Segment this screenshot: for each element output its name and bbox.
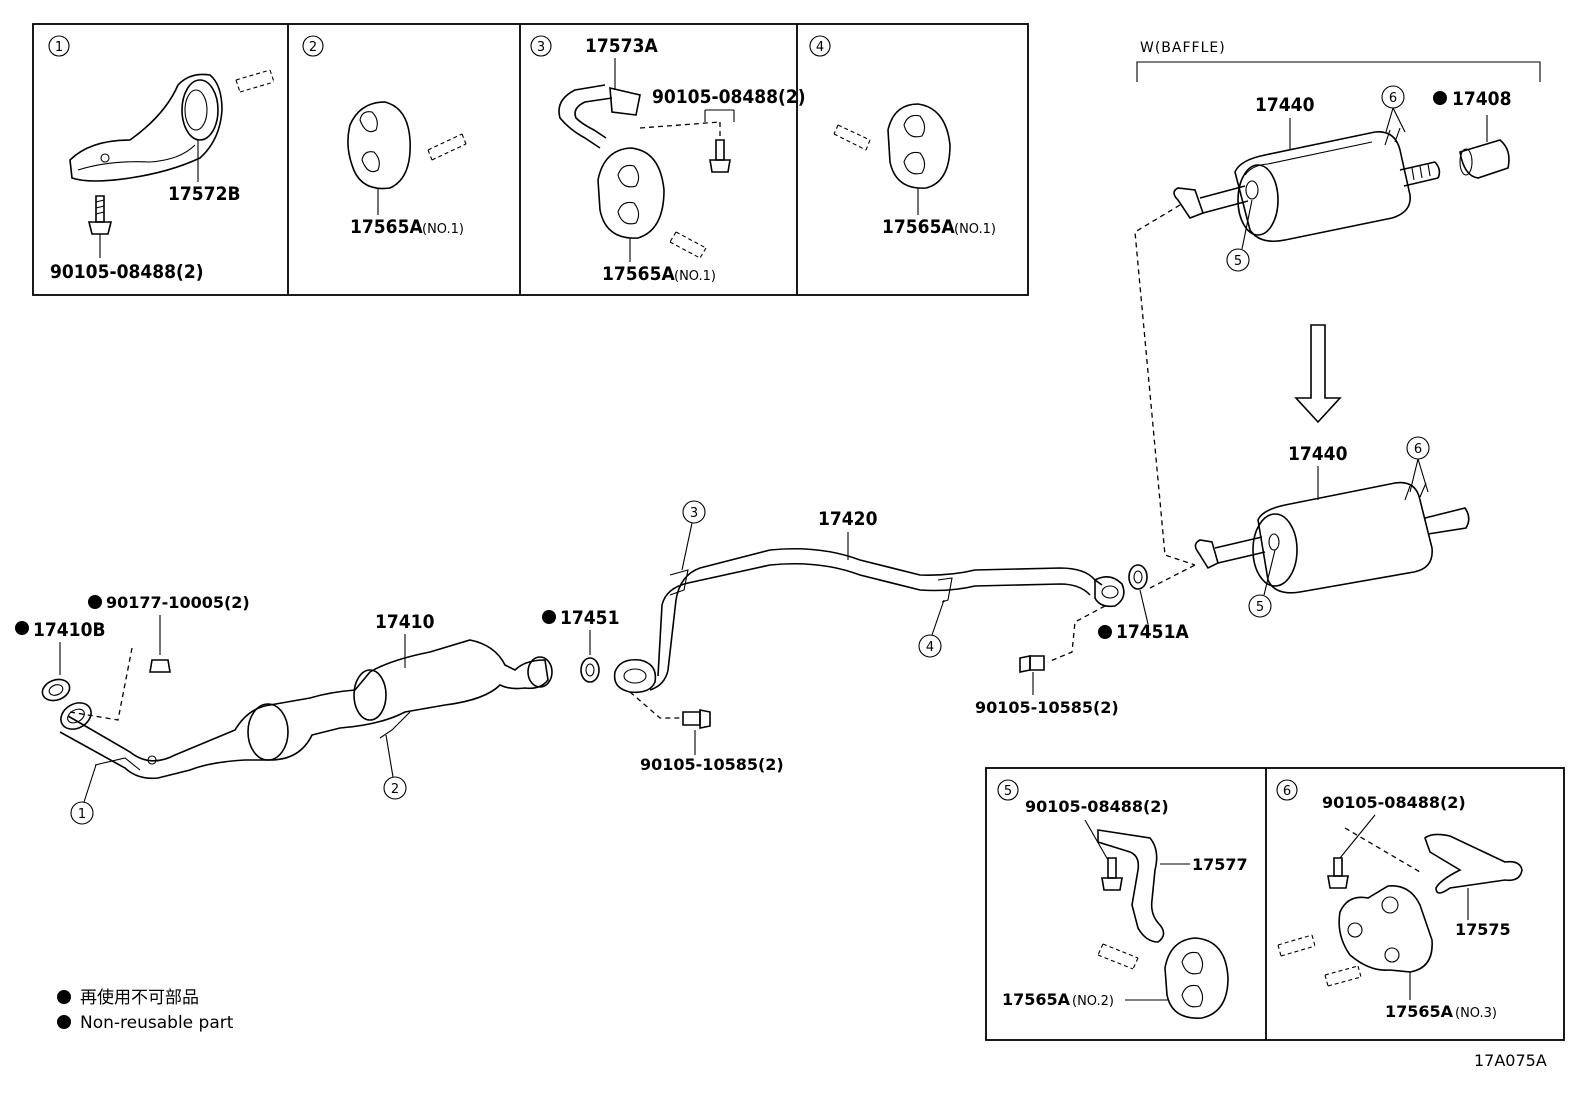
label-17565A-inset4: 17565A — [882, 216, 955, 238]
bolt-icon — [715, 139, 725, 161]
bolt-icon — [1333, 857, 1343, 877]
rubber-hanger-inset5 — [1164, 937, 1229, 1019]
non-reusable-dot — [15, 621, 29, 635]
muffler-lower-shape — [1257, 481, 1433, 594]
callout-2: 2 — [391, 782, 399, 797]
label-90105-08488-inset5: 90105-08488(2) — [1025, 797, 1169, 816]
non-reusable-dot — [88, 595, 102, 609]
bolt-icon — [1029, 655, 1045, 671]
non-reusable-dot — [57, 990, 71, 1004]
figure-code: 17A075A — [1474, 1051, 1547, 1070]
inset-2: 2 17565A (NO.1) — [302, 35, 467, 238]
baffle-section: W(BAFFLE) 17440 6 17408 5 — [1134, 40, 1541, 566]
label-90105-08488-inset1: 90105-08488(2) — [50, 261, 204, 283]
bracket-17577-shape — [1097, 829, 1165, 943]
gasket-17451A — [1128, 564, 1148, 590]
label-17440-baffle: 17440 — [1255, 94, 1315, 116]
inset-4-number: 4 — [816, 40, 824, 55]
label-17451: 17451 — [560, 607, 619, 629]
lower-muffler-section: 17440 6 5 — [1194, 436, 1470, 618]
rubber-hanger-17565A — [347, 101, 411, 190]
inset-3-number: 3 — [537, 40, 545, 55]
rubber-hanger-inset4 — [887, 103, 951, 189]
label-17451A: 17451A — [1116, 621, 1189, 643]
label-17565A-inset3: 17565A — [602, 263, 675, 285]
rubber-hanger-inset3 — [597, 147, 665, 239]
bracket-17575-shape — [1424, 833, 1523, 894]
label-17410: 17410 — [375, 611, 435, 633]
callout-3: 3 — [690, 506, 698, 521]
inset-4: 4 17565A (NO.1) — [809, 35, 996, 238]
note-inset6: (NO.3) — [1455, 1006, 1497, 1021]
baffle-tip-17408 — [1459, 139, 1510, 179]
bolt-icon — [1107, 857, 1117, 879]
inset-panel-top — [32, 23, 1029, 296]
inset-5: 5 90105-08488(2) 17577 17565A (NO.2) — [997, 779, 1248, 1019]
label-17565A-inset6: 17565A — [1385, 1002, 1454, 1021]
label-17408: 17408 — [1452, 88, 1511, 110]
label-17565A-inset2: 17565A — [350, 216, 423, 238]
label-17572B: 17572B — [168, 183, 241, 205]
bolt-icon — [682, 711, 701, 726]
label-90105-10585-right: 90105-10585(2) — [975, 698, 1119, 717]
hanger-17573A-shape — [558, 84, 613, 149]
replacement-arrow — [1294, 324, 1342, 424]
baffle-label: W(BAFFLE) — [1140, 40, 1226, 56]
label-90105-10585-left: 90105-10585(2) — [640, 755, 784, 774]
front-pipe-17410-shape — [59, 639, 549, 780]
gasket-17451 — [580, 657, 600, 683]
callout-4: 4 — [926, 640, 934, 655]
inset-3: 3 17573A 90105-08488(2) 17565A (NO.1) — [530, 35, 806, 285]
center-pipe-17420-shape — [649, 547, 1103, 691]
non-reusable-dot — [1433, 91, 1447, 105]
callout-6-lower: 6 — [1414, 442, 1422, 457]
main-exhaust: 17410B 90177-10005(2) 17410 1 2 17451 — [15, 500, 1196, 825]
legend-en: Non-reusable part — [80, 1013, 234, 1033]
inset-1-number: 1 — [55, 40, 63, 55]
inset-2-number: 2 — [309, 40, 317, 55]
bracket-ring — [181, 79, 219, 141]
inset-6-number: 6 — [1283, 784, 1291, 799]
label-17410B: 17410B — [33, 619, 106, 641]
rubber-hanger-inset6 — [1338, 885, 1433, 973]
non-reusable-dot — [57, 1015, 71, 1029]
inset-5-number: 5 — [1004, 784, 1012, 799]
note-inset3: (NO.1) — [674, 269, 716, 284]
legend: 再使用不可部品 Non-reusable part — [57, 987, 234, 1033]
nut-icon — [149, 659, 171, 673]
label-90105-08488-inset3: 90105-08488(2) — [652, 86, 806, 108]
label-17577: 17577 — [1192, 855, 1248, 874]
inset-panel-bottom — [985, 767, 1565, 1041]
label-17420: 17420 — [818, 508, 878, 530]
label-17565A-inset5: 17565A — [1002, 990, 1071, 1009]
label-90177-10005: 90177-10005(2) — [106, 593, 250, 612]
non-reusable-dot — [1098, 625, 1112, 639]
callout-1: 1 — [78, 807, 86, 822]
label-90105-08488-inset6: 90105-08488(2) — [1322, 793, 1466, 812]
callout-5-lower: 5 — [1256, 600, 1264, 615]
note-inset4: (NO.1) — [954, 222, 996, 237]
label-17575: 17575 — [1455, 920, 1511, 939]
label-17440-lower: 17440 — [1288, 443, 1348, 465]
non-reusable-dot — [542, 610, 556, 624]
callout-5-baffle: 5 — [1234, 254, 1242, 269]
bracket-17572B-shape — [69, 73, 223, 182]
note-inset5: (NO.2) — [1072, 994, 1114, 1009]
inset-6: 6 90105-08488(2) 17575 17565A (NO.3) — [1276, 779, 1523, 1021]
muffler-baffle-shape — [1234, 131, 1411, 243]
legend-jp: 再使用不可部品 — [80, 987, 199, 1008]
callout-6-baffle: 6 — [1389, 91, 1397, 106]
gasket-17410B — [41, 678, 71, 702]
inset-1: 1 17572B 90105-08488(2) — [48, 35, 275, 283]
note-inset2: (NO.1) — [422, 222, 464, 237]
label-17573A: 17573A — [585, 35, 658, 57]
